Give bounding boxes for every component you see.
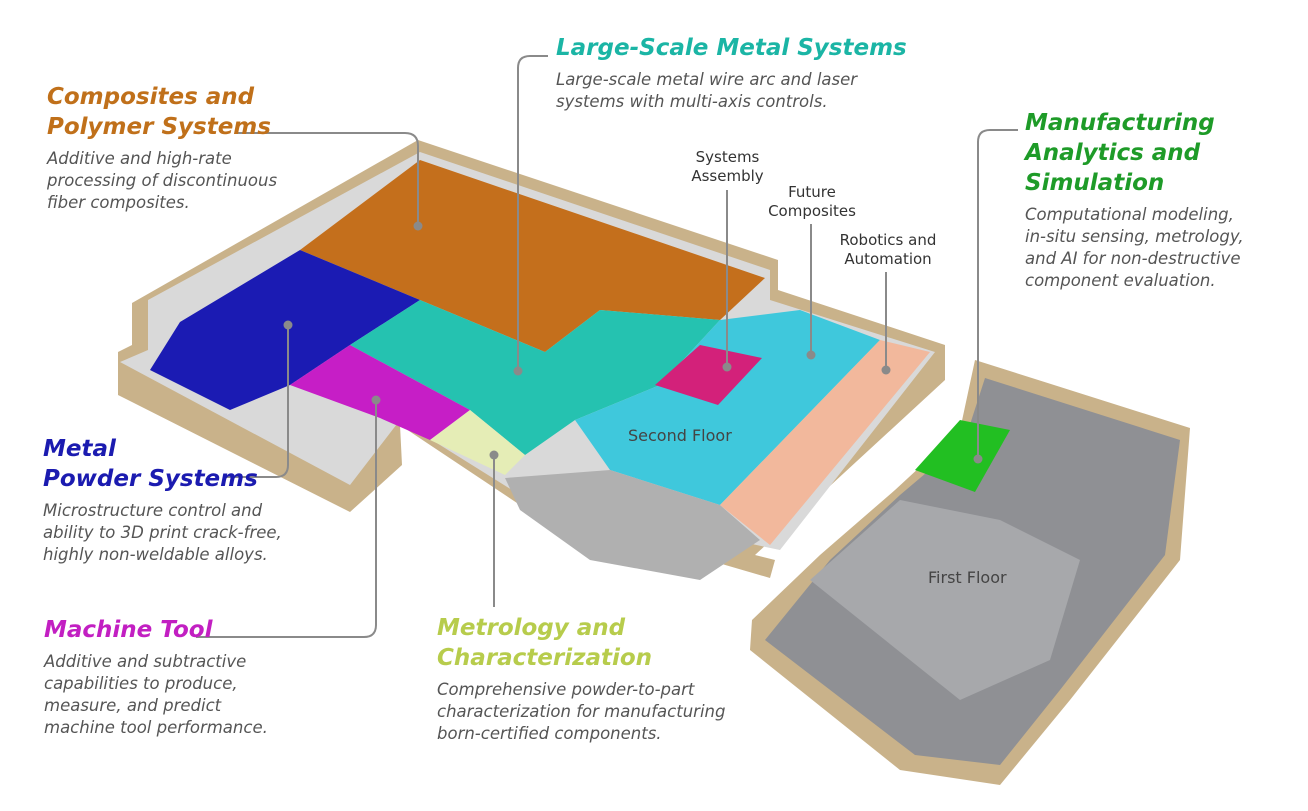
metal-powder-title: Metal Powder Systems bbox=[43, 436, 258, 492]
machine-tool-desc: Additive and subtractive capabilities to… bbox=[44, 652, 268, 737]
composites-dot bbox=[413, 221, 423, 231]
analytics-callout: Manufacturing Analytics and Simulation C… bbox=[1025, 108, 1244, 292]
composites-zone bbox=[300, 160, 765, 352]
metrology-dot bbox=[489, 450, 499, 460]
systems-assembly-dot bbox=[722, 362, 732, 372]
metrology-zone bbox=[430, 410, 525, 475]
analytics-title: Manufacturing Analytics and Simulation bbox=[1025, 110, 1215, 196]
analytics-desc: Computational modeling, in-situ sensing,… bbox=[1025, 205, 1244, 290]
analytics-dot bbox=[973, 454, 983, 464]
metrology-callout: Metrology and Characterization Comprehen… bbox=[437, 613, 725, 745]
large-scale-title: Large-Scale Metal Systems bbox=[556, 35, 907, 61]
machine-tool-title: Machine Tool bbox=[44, 617, 213, 643]
second-floor-area bbox=[575, 310, 880, 505]
metal-powder-desc: Microstructure control and ability to 3D… bbox=[43, 501, 282, 564]
robotics-dot bbox=[881, 365, 891, 375]
analytics-leader bbox=[977, 129, 1018, 458]
large-scale-dot bbox=[513, 366, 523, 376]
large-scale-leader bbox=[517, 55, 548, 370]
analytics-zone bbox=[915, 420, 1010, 492]
large-scale-zone bbox=[350, 300, 720, 455]
future-composites-dot bbox=[806, 350, 816, 360]
robotics-label: Robotics and Automation bbox=[839, 231, 937, 268]
second-floor-label: Second Floor bbox=[628, 426, 732, 445]
metrology-desc: Comprehensive powder-to-part characteriz… bbox=[437, 680, 726, 743]
composites-leader bbox=[238, 132, 419, 225]
first-floor-label: First Floor bbox=[928, 568, 1007, 587]
systems-assembly-label: Systems Assembly bbox=[691, 148, 764, 185]
metal-powder-callout: Metal Powder Systems Microstructure cont… bbox=[43, 434, 282, 566]
future-composites-label: Future Composites bbox=[768, 183, 856, 220]
machine-tool-zone bbox=[290, 345, 470, 440]
machine-tool-callout: Machine Tool Additive and subtractive ca… bbox=[44, 615, 268, 739]
second-floor-rooms bbox=[505, 470, 760, 580]
large-scale-desc: Large-scale metal wire arc and laser sys… bbox=[556, 70, 858, 111]
first-floor-rooms bbox=[810, 500, 1080, 700]
composites-callout: Composites and Polymer Systems Additive … bbox=[47, 82, 277, 214]
machine-tool-leader bbox=[196, 400, 377, 638]
metal-powder-leader bbox=[226, 325, 289, 478]
systems-assembly-zone bbox=[655, 345, 762, 405]
metal-powder-dot bbox=[283, 320, 293, 330]
composites-title: Composites and Polymer Systems bbox=[47, 84, 271, 140]
large-scale-callout: Large-Scale Metal Systems Large-scale me… bbox=[556, 33, 907, 113]
metal-powder-zone bbox=[150, 250, 420, 410]
metrology-title: Metrology and Characterization bbox=[437, 615, 653, 671]
robotics-zone bbox=[720, 340, 930, 545]
composites-desc: Additive and high-rate processing of dis… bbox=[47, 149, 278, 212]
machine-tool-dot bbox=[371, 395, 381, 405]
